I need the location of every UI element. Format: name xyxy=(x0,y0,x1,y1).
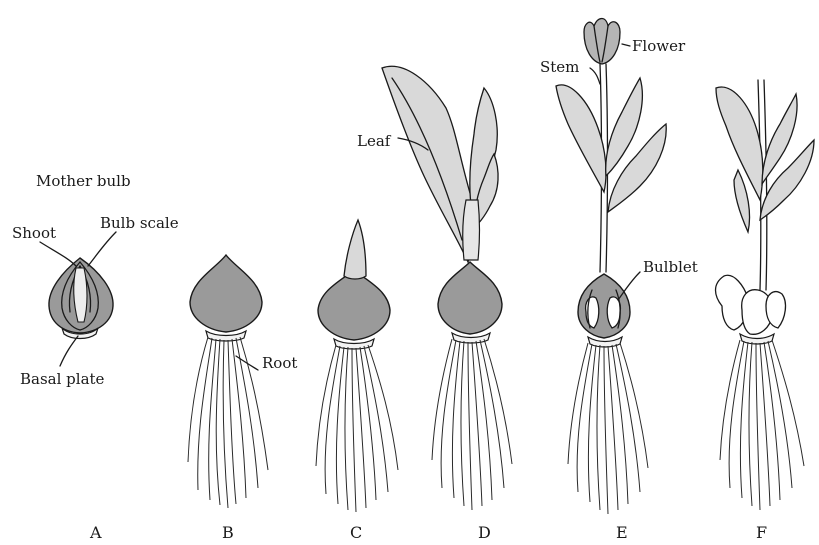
stage-b-roots xyxy=(188,337,268,508)
panel-label-b: B xyxy=(222,523,234,542)
stage-b-rooted-bulb xyxy=(188,255,268,508)
label-mother-bulb: Mother bulb xyxy=(36,172,131,190)
label-leaf: Leaf xyxy=(357,132,392,150)
label-bulb-scale: Bulb scale xyxy=(100,214,179,232)
panel-label-c: C xyxy=(350,523,362,542)
stage-f-roots xyxy=(720,340,804,510)
label-stem: Stem xyxy=(540,58,579,76)
label-shoot: Shoot xyxy=(12,224,56,242)
stage-c-roots xyxy=(316,345,398,512)
panel-label-d: D xyxy=(478,523,491,542)
panel-label-a: A xyxy=(89,523,102,542)
stage-d-leafy-plant xyxy=(382,66,512,510)
panel-label-e: E xyxy=(616,523,628,542)
label-bulblet: Bulblet xyxy=(643,258,698,276)
stage-a-mother-bulb xyxy=(40,232,116,366)
stage-c-sprouting-bulb xyxy=(316,220,398,512)
label-basal-plate: Basal plate xyxy=(20,370,105,388)
label-flower: Flower xyxy=(632,37,686,55)
panel-label-f: F xyxy=(756,523,767,542)
stage-f-mature-plant xyxy=(716,80,815,510)
stage-e-roots xyxy=(568,343,648,514)
stage-d-roots xyxy=(432,339,512,510)
label-root: Root xyxy=(262,354,297,372)
